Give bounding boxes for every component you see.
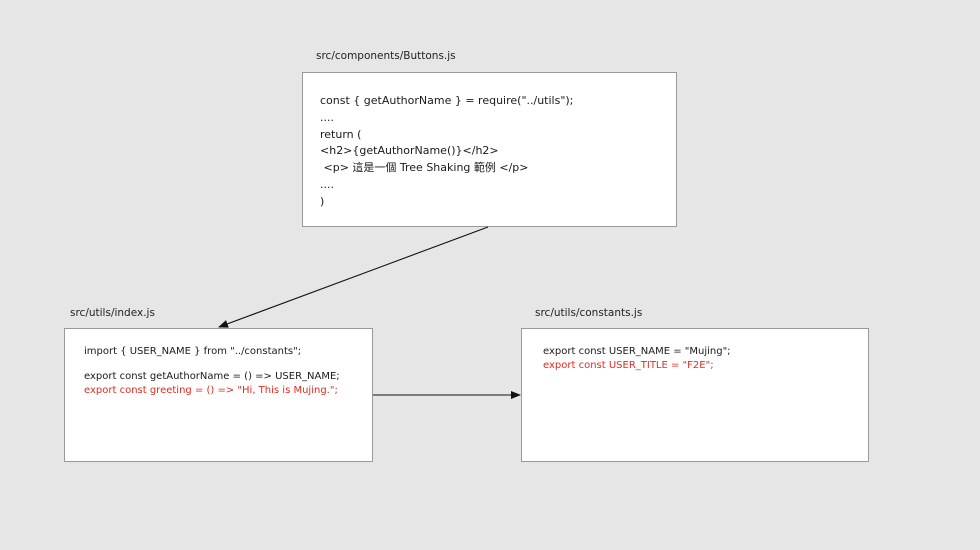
utils-index-used-export-line: export const getAuthorName = () => USER_… (84, 371, 340, 382)
buttons-code-line-6: .... (320, 177, 334, 191)
utils-index-blank-line (84, 359, 372, 370)
utils-index-file-box: import { USER_NAME } from "../constants"… (64, 328, 373, 462)
constants-used-export-line: export const USER_NAME = "Mujing"; (543, 346, 731, 357)
arrow-buttons-to-utils-index (218, 226, 489, 328)
constants-file-box: export const USER_NAME = "Mujing"; expor… (521, 328, 869, 462)
buttons-code-line-4: <h2>{getAuthorName()}</h2> (320, 144, 499, 158)
buttons-code-line-3: return ( (320, 127, 362, 141)
buttons-code-line-7: ) (320, 194, 325, 208)
constants-unused-export-line: export const USER_TITLE = "F2E"; (543, 360, 714, 371)
buttons-code-line-2: .... (320, 110, 334, 124)
utils-index-file-label: src/utils/index.js (70, 307, 155, 319)
buttons-code-line-1: const { getAuthorName } = require("../ut… (320, 94, 574, 107)
constants-file-label: src/utils/constants.js (535, 307, 643, 319)
buttons-file-label: src/components/Buttons.js (316, 50, 456, 62)
buttons-file-box: const { getAuthorName } = require("../ut… (302, 72, 677, 227)
utils-index-import-line: import { USER_NAME } from "../constants"… (84, 346, 302, 357)
buttons-code-line-5: <p> 這是一個 Tree Shaking 範例 </p> (320, 161, 529, 175)
utils-index-unused-export-line: export const greeting = () => "Hi, This … (84, 385, 338, 396)
